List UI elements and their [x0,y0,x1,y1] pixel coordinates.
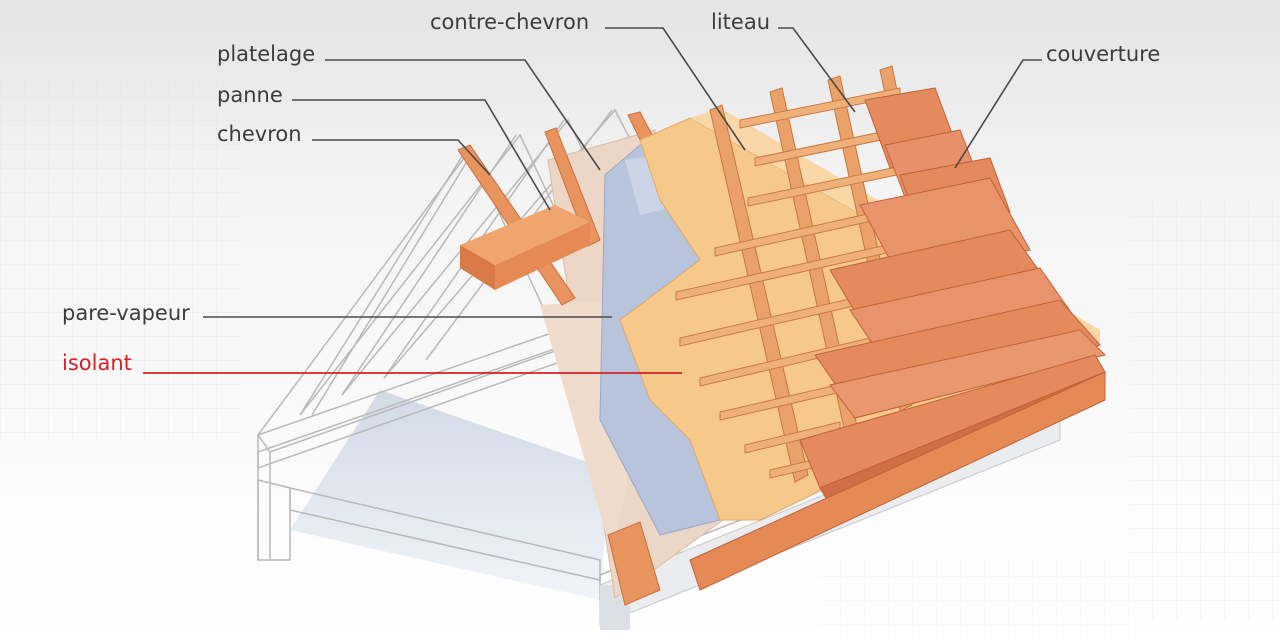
purlin [460,205,590,290]
leader-contre-chevron [605,27,746,151]
label-platelage: platelage [217,42,316,66]
background-grid-bottom [820,560,1130,640]
leader-lines [203,27,1042,318]
eave-boards [607,371,1106,606]
label-isolant: isolant [62,351,132,375]
label-contre-chevron: contre-chevron [430,10,590,34]
label-pare-vapeur: pare-vapeur [62,301,190,325]
label-chevron: chevron [217,122,302,146]
leader-chevron [312,139,491,176]
label-liteau: liteau [711,10,771,34]
background-grid-right [1130,200,1280,620]
leader-platelage [325,59,601,171]
label-panne: panne [217,83,283,107]
leader-panne [292,99,551,211]
background-grid-left [0,80,240,440]
label-couverture: couverture [1046,42,1161,66]
floor-shadow [290,390,610,600]
leader-couverture [954,59,1042,169]
leader-liteau [778,27,856,113]
